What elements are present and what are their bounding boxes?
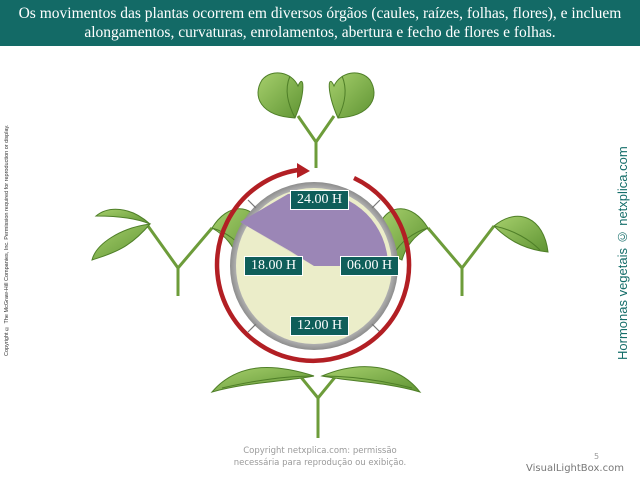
clock-face <box>230 182 398 350</box>
time-label-midnight: 24.00 H <box>290 190 350 210</box>
clock-tick <box>371 199 381 209</box>
night-area <box>240 192 388 266</box>
cycle-arrow <box>214 167 412 364</box>
time-label-morning: 06.00 H <box>340 256 400 276</box>
footer-line-1: Copyright netxplica.com: permissão <box>243 446 397 456</box>
plant-morning <box>379 208 549 296</box>
clock-tick <box>247 323 257 333</box>
leaf <box>257 72 304 119</box>
header-banner: Os movimentos das plantas ocorrem em div… <box>0 0 640 46</box>
leaf <box>328 72 375 119</box>
plant-movement-diagram: 24.00 H 06.00 H 12.00 H 18.00 H <box>0 46 640 446</box>
clock-tick <box>247 199 257 209</box>
footer-line-2: necessária para reprodução ou exibição. <box>233 458 407 468</box>
cycle-arrow-head <box>297 163 310 178</box>
time-label-evening: 18.00 H <box>244 256 304 276</box>
leaf <box>94 208 151 225</box>
time-label-noon: 12.00 H <box>290 316 350 336</box>
plant-midnight <box>257 72 375 168</box>
clock-tick <box>371 323 381 333</box>
header-line-2: alongamentos, curvaturas, enrolamentos, … <box>84 24 556 41</box>
plant-noon <box>210 366 422 438</box>
diagram-graphic <box>91 72 549 438</box>
footer-copyright: Copyright netxplica.com: permissão neces… <box>200 445 440 469</box>
leaf <box>91 223 152 261</box>
header-line-1: Os movimentos das plantas ocorrem em div… <box>18 5 622 22</box>
leaf <box>493 215 549 253</box>
watermark[interactable]: VisualLightBox.com <box>526 463 624 474</box>
page-number: 5 <box>594 452 600 461</box>
